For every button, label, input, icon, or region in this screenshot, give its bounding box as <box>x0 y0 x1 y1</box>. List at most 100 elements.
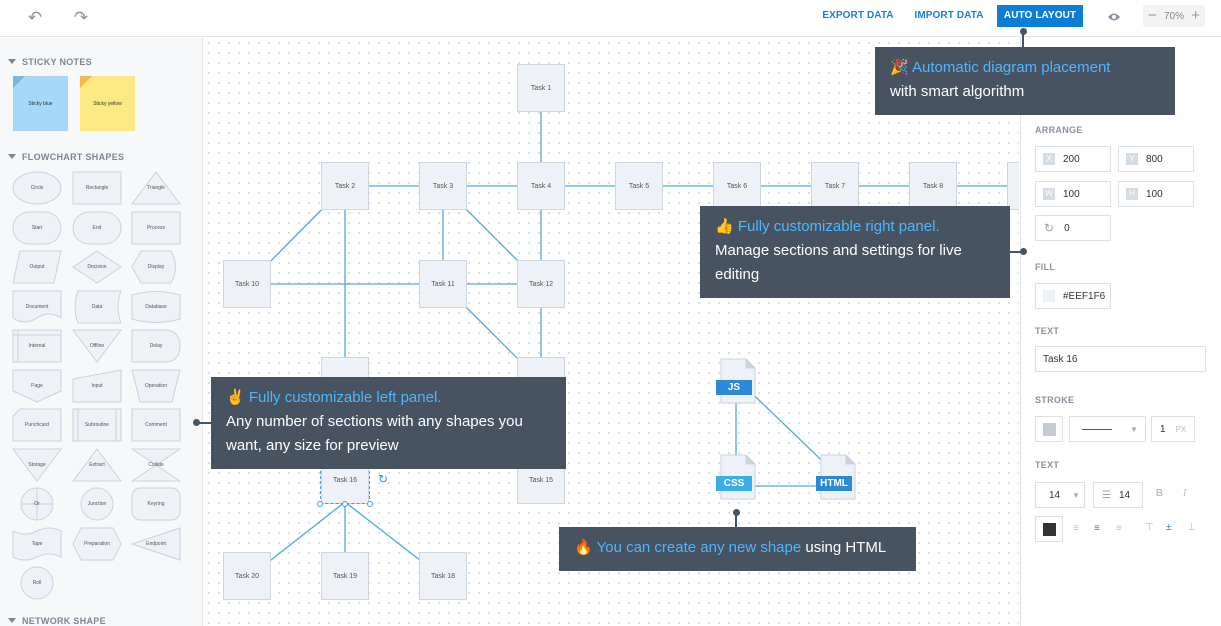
line-height-icon: ☰ <box>1102 489 1111 501</box>
valign-middle-icon[interactable]: ± <box>1166 522 1172 533</box>
shape-rectangle[interactable]: Rectangle <box>72 171 122 205</box>
task-node[interactable]: Task 18 <box>419 552 467 600</box>
shape-database[interactable]: Database <box>131 290 181 324</box>
new-shape-tooltip: 🔥 You can create any new shape using HTM… <box>559 509 916 571</box>
shape-collate[interactable]: Collate <box>131 448 181 482</box>
export-data-button[interactable]: EXPORT DATA <box>822 10 894 21</box>
text-field[interactable]: Task 16 <box>1035 346 1206 372</box>
task-node[interactable]: Task 10 <box>223 260 271 308</box>
sticky-notes-header[interactable]: STICKY NOTES <box>8 57 92 67</box>
shape-tape[interactable]: Tape <box>12 527 62 561</box>
task-node[interactable] <box>1007 162 1019 210</box>
shape-offline[interactable]: Offline <box>72 329 122 363</box>
task-node[interactable]: Task 20 <box>223 552 271 600</box>
x-value: 200 <box>1063 153 1080 165</box>
undo-icon[interactable]: ↶ <box>27 8 43 27</box>
resize-handle[interactable] <box>367 501 373 507</box>
font-size-select[interactable]: 14▼ <box>1035 482 1085 508</box>
shape-delay[interactable]: Delay <box>131 329 181 363</box>
align-left-icon[interactable]: ≡ <box>1073 523 1079 534</box>
fill-field[interactable]: #EEF1F6 <box>1035 283 1111 309</box>
shape-end[interactable]: End <box>72 211 122 245</box>
task-node[interactable]: Task 19 <box>321 552 369 600</box>
file-css-shape[interactable]: CSS <box>716 454 756 500</box>
flowchart-shapes-header[interactable]: FLOWCHART SHAPES <box>8 152 124 162</box>
shape-decision[interactable]: Decision <box>72 250 122 284</box>
resize-handle[interactable] <box>342 501 348 507</box>
italic-button[interactable]: I <box>1183 488 1187 499</box>
text-color-field[interactable] <box>1035 516 1063 542</box>
zoom-out-button[interactable]: − <box>1148 7 1157 24</box>
import-data-button[interactable]: IMPORT DATA <box>914 10 984 21</box>
shape-extract[interactable]: Extract <box>72 447 122 482</box>
shape-operation[interactable]: Operation <box>131 369 181 403</box>
line-style-preview <box>1082 428 1112 430</box>
resize-handle[interactable] <box>317 501 323 507</box>
task-node[interactable]: Task 7 <box>811 162 859 210</box>
stroke-color-field[interactable] <box>1035 416 1063 442</box>
line-height-field[interactable]: ☰14 <box>1093 482 1143 508</box>
stroke-width-value: 1 <box>1160 423 1166 435</box>
task-node[interactable]: Task 1 <box>517 64 565 112</box>
toolbar: ↶ ↷ EXPORT DATA IMPORT DATA AUTO LAYOUT … <box>0 0 1221 37</box>
shape-roll[interactable]: Roll <box>12 566 62 600</box>
tooltip-text: Any number of sections with any shapes y… <box>226 413 523 454</box>
shape-punchcard[interactable]: Punchcard <box>12 408 62 442</box>
task-node[interactable]: Task 12 <box>517 260 565 308</box>
shape-keyring[interactable]: Keyring <box>131 487 181 521</box>
task-node[interactable]: Task 5 <box>615 162 663 210</box>
align-center-icon[interactable]: ≡ <box>1094 523 1100 534</box>
rotate-handle-icon[interactable]: ↻ <box>378 472 389 486</box>
shape-label: Circle <box>30 185 44 191</box>
bold-button[interactable]: B <box>1156 488 1164 499</box>
align-right-icon[interactable]: ≡ <box>1116 523 1122 534</box>
fire-icon: 🔥 <box>574 539 593 556</box>
shape-output[interactable]: Output <box>12 250 62 284</box>
task-node[interactable]: Task 2 <box>321 162 369 210</box>
valign-top-icon[interactable]: ⊤ <box>1145 522 1154 533</box>
file-js-shape[interactable]: JS <box>716 358 756 404</box>
task-node[interactable]: Task 3 <box>419 162 467 210</box>
shape-page[interactable]: Page <box>12 369 62 403</box>
shape-process[interactable]: Process <box>131 211 181 245</box>
eye-icon[interactable] <box>1103 7 1125 27</box>
stroke-style-select[interactable]: ▼ <box>1069 416 1146 442</box>
text-color-swatch <box>1042 522 1056 536</box>
shape-label: Display <box>147 264 165 270</box>
network-shape-header[interactable]: NETWORK SHAPE <box>8 616 106 626</box>
task-node[interactable]: Task 8 <box>909 162 957 210</box>
shape-label: Input <box>91 382 103 389</box>
shape-triangle[interactable]: Triangle <box>131 171 181 205</box>
shape-storage[interactable]: Storage <box>12 448 62 482</box>
shape-circle[interactable]: Circle <box>12 171 62 205</box>
valign-bottom-icon[interactable]: ⊥ <box>1187 522 1196 533</box>
shape-start[interactable]: Start <box>12 211 62 245</box>
sticky-yellow-item[interactable]: Sticky yellow <box>80 76 135 131</box>
shape-input[interactable]: Input <box>72 368 122 403</box>
shape-comment[interactable]: Comment <box>131 408 181 442</box>
shape-or[interactable]: Or <box>12 487 62 521</box>
task-node[interactable]: Task 4 <box>517 162 565 210</box>
redo-icon[interactable]: ↷ <box>73 8 89 27</box>
shape-subroutine[interactable]: Subroutine <box>72 408 122 442</box>
shape-data[interactable]: Data <box>72 290 122 324</box>
shape-display[interactable]: Display <box>131 250 181 284</box>
zoom-in-button[interactable]: + <box>1191 7 1200 24</box>
task-node[interactable]: Task 6 <box>713 162 761 210</box>
sticky-blue-item[interactable]: Sticky blue <box>13 76 68 131</box>
shape-document[interactable]: Document <box>12 290 62 324</box>
shape-internal[interactable]: Internal <box>12 329 62 363</box>
shape-label: Operation <box>145 382 167 389</box>
file-html-shape[interactable]: HTML <box>816 454 856 500</box>
shape-preparation[interactable]: Preparation <box>72 527 122 561</box>
task-node[interactable]: Task 11 <box>419 260 467 308</box>
rotation-field[interactable]: ↻0 <box>1035 215 1111 241</box>
shape-endpoint[interactable]: Endpoint <box>131 526 181 561</box>
shape-junction[interactable]: Junction <box>72 487 122 521</box>
auto-layout-button[interactable]: AUTO LAYOUT <box>997 5 1083 27</box>
